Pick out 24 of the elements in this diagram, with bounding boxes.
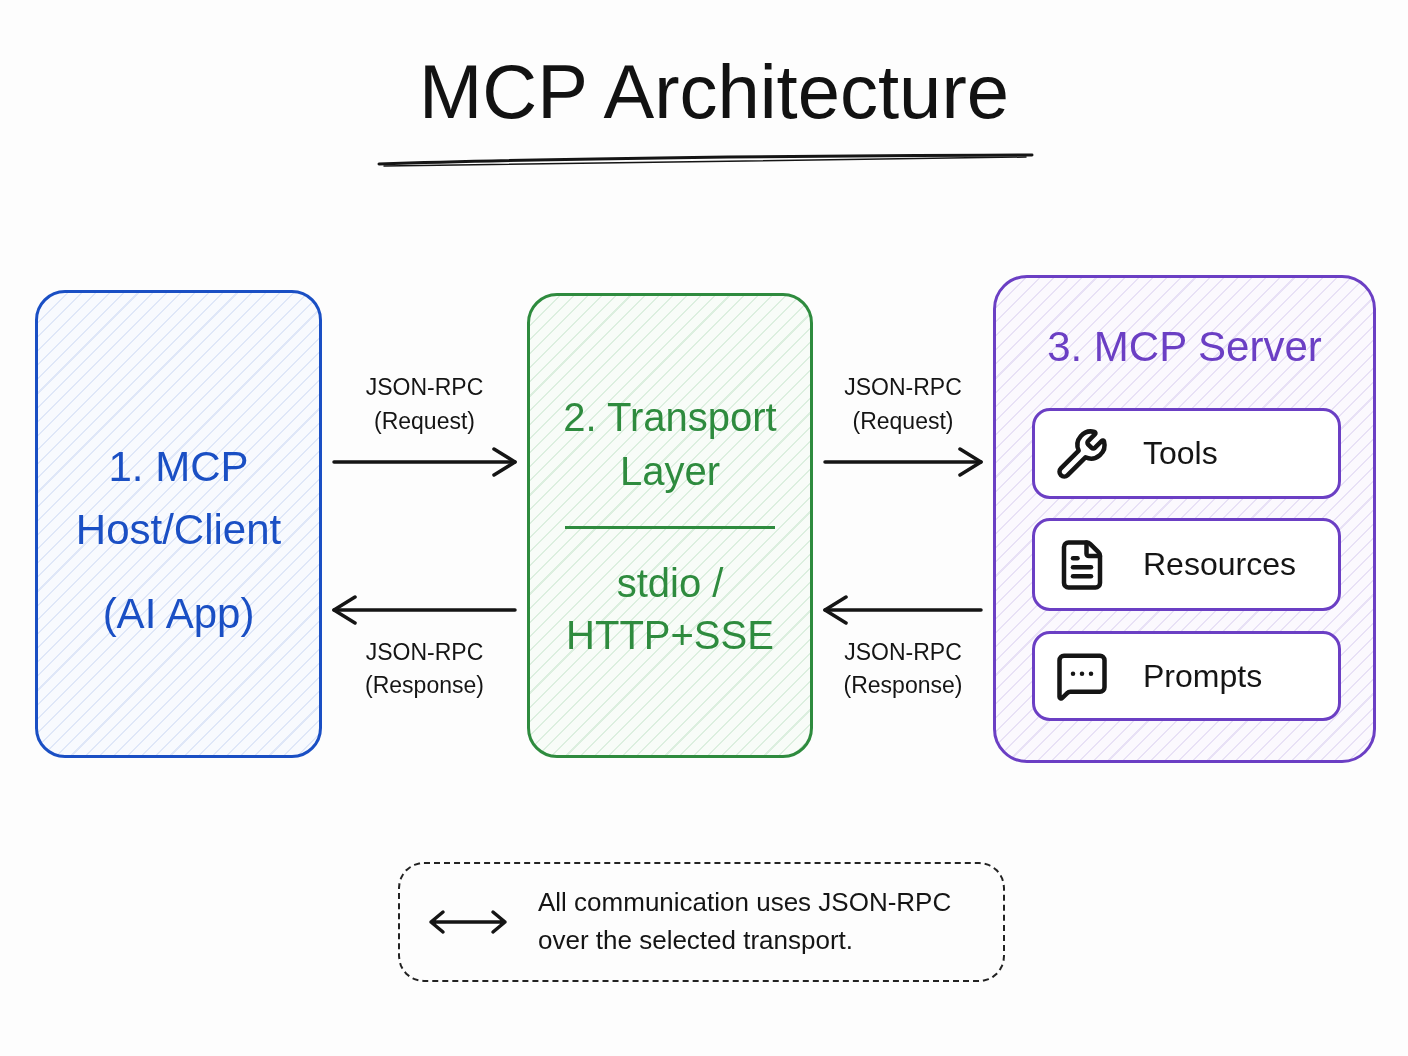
container-box	[993, 275, 1376, 763]
item-box	[1032, 631, 1341, 721]
diagram-title: MCP Architecture	[418, 48, 1010, 136]
edge-label: JSON-RPC (Request)	[364, 373, 485, 436]
node-title: 2. Transport Layer	[562, 394, 778, 495]
item-label: Prompts	[1143, 656, 1263, 696]
edge-label: JSON-RPC (Response)	[364, 638, 485, 701]
arrow	[332, 447, 517, 477]
process-box	[527, 293, 813, 758]
node-subtitle: stdio / HTTP+SSE	[565, 560, 775, 659]
edge-label: JSON-RPC (Response)	[842, 638, 964, 701]
arrow	[823, 447, 983, 477]
item-label: Resources	[1143, 545, 1296, 584]
legend-text: All communication uses JSON-RPC over the selected transport.	[538, 886, 953, 957]
process-box	[35, 290, 322, 758]
arrow	[332, 595, 517, 625]
item-box	[1032, 408, 1341, 499]
node-title: 3. MCP Server	[1046, 322, 1323, 372]
edge-label: JSON-RPC (Request)	[843, 373, 963, 436]
arrow	[823, 595, 983, 625]
item-box	[1032, 518, 1341, 611]
node-title: 1. MCP Host/Client	[74, 441, 283, 555]
node-subtitle: (AI App)	[102, 588, 255, 639]
item-label: Tools	[1143, 434, 1218, 473]
